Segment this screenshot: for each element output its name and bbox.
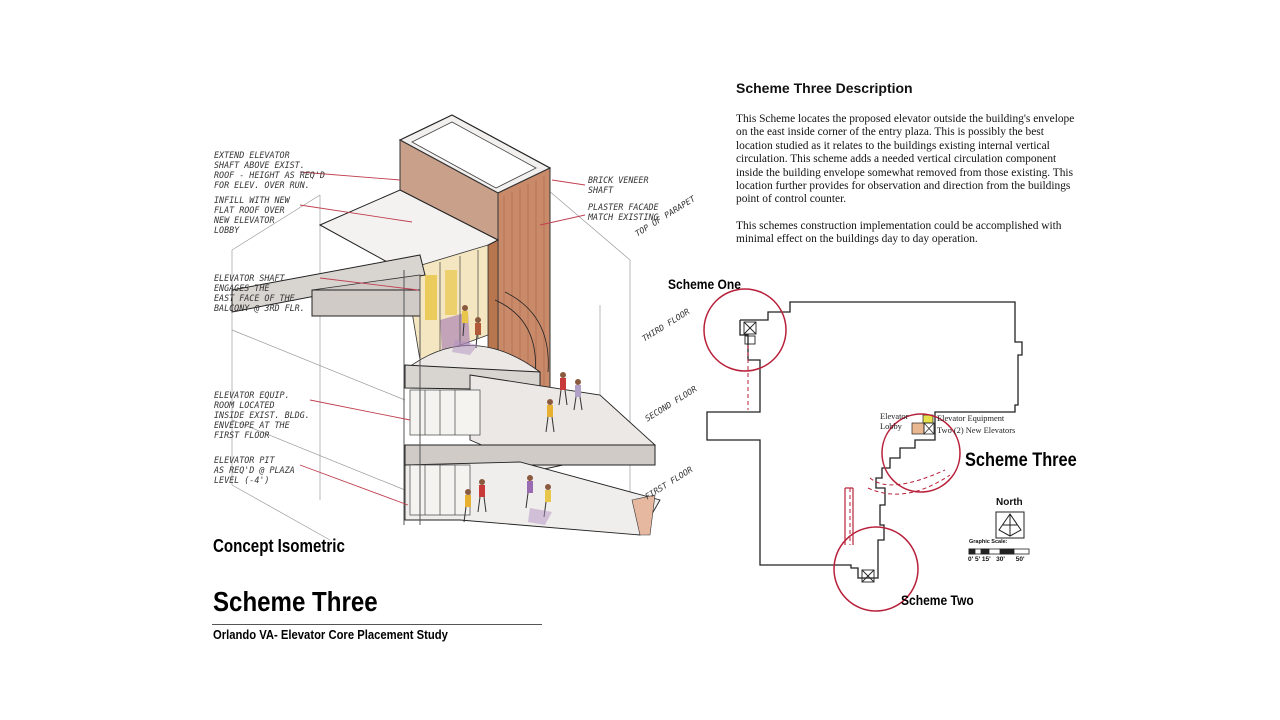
- description-paragraph-1: This Scheme locates the proposed elevato…: [736, 113, 1075, 206]
- note-extend-elevator: EXTEND ELEVATOR SHAFT ABOVE EXIST. ROOF …: [214, 150, 325, 190]
- north-arrow: [995, 511, 1025, 539]
- graphic-scale-ticks: 0' 5' 15' 30' 50': [968, 556, 1025, 563]
- lobby-glazing: [404, 244, 489, 361]
- note-brick-veneer: BRICK VENEER SHAFT: [588, 175, 649, 195]
- note-shaft-engages: ELEVATOR SHAFT ENGAGES THE EAST FACE OF …: [214, 273, 305, 313]
- elevator-lobby-label-line-2: Lobby: [880, 422, 902, 431]
- north-label: North: [996, 497, 1023, 508]
- note-plaster-facade: PLASTER FACADE MATCH EXISTING: [588, 202, 659, 222]
- graphic-scale-label: Graphic Scale:: [969, 539, 1008, 545]
- scheme-three-circle: [881, 413, 961, 493]
- scheme-three-elevators: [911, 414, 935, 435]
- graphic-scale-bar: [968, 548, 1030, 555]
- sheet-title: Scheme Three: [213, 586, 378, 617]
- scheme-two-label: Scheme Two: [901, 592, 974, 608]
- note-equipment-room: ELEVATOR EQUIP. ROOM LOCATED INSIDE EXIS…: [214, 390, 310, 440]
- elevator-equipment-label: Elevator Equipment: [937, 414, 1005, 423]
- title-rule: [212, 624, 542, 625]
- sheet-subtitle: Orlando VA- Elevator Core Placement Stud…: [213, 628, 448, 642]
- description-paragraph-2: This schemes construction implementation…: [736, 219, 1062, 246]
- description-title: Scheme Three Description: [736, 80, 913, 96]
- scheme-two-circle: [833, 526, 919, 612]
- people-figures: [452, 305, 583, 525]
- concept-isometric-caption: Concept Isometric: [213, 536, 345, 556]
- plan-outline: [706, 301, 1023, 579]
- scheme-one-circle: [703, 288, 787, 372]
- note-infill-roof: INFILL WITH NEW FLAT ROOF OVER NEW ELEVA…: [214, 195, 290, 235]
- scheme-three-label: Scheme Three: [965, 450, 1077, 471]
- new-elevators-label: Two (2) New Elevators: [937, 426, 1016, 435]
- description-body: This Scheme locates the proposed elevato…: [736, 113, 1081, 260]
- note-elevator-pit: ELEVATOR PIT AS REQ'D @ PLAZA LEVEL (-4'…: [214, 455, 295, 485]
- elevator-shaft-top: [398, 114, 552, 194]
- elevator-lobby-label-line-1: Elevator: [880, 412, 909, 421]
- scheme-one-label: Scheme One: [668, 276, 741, 292]
